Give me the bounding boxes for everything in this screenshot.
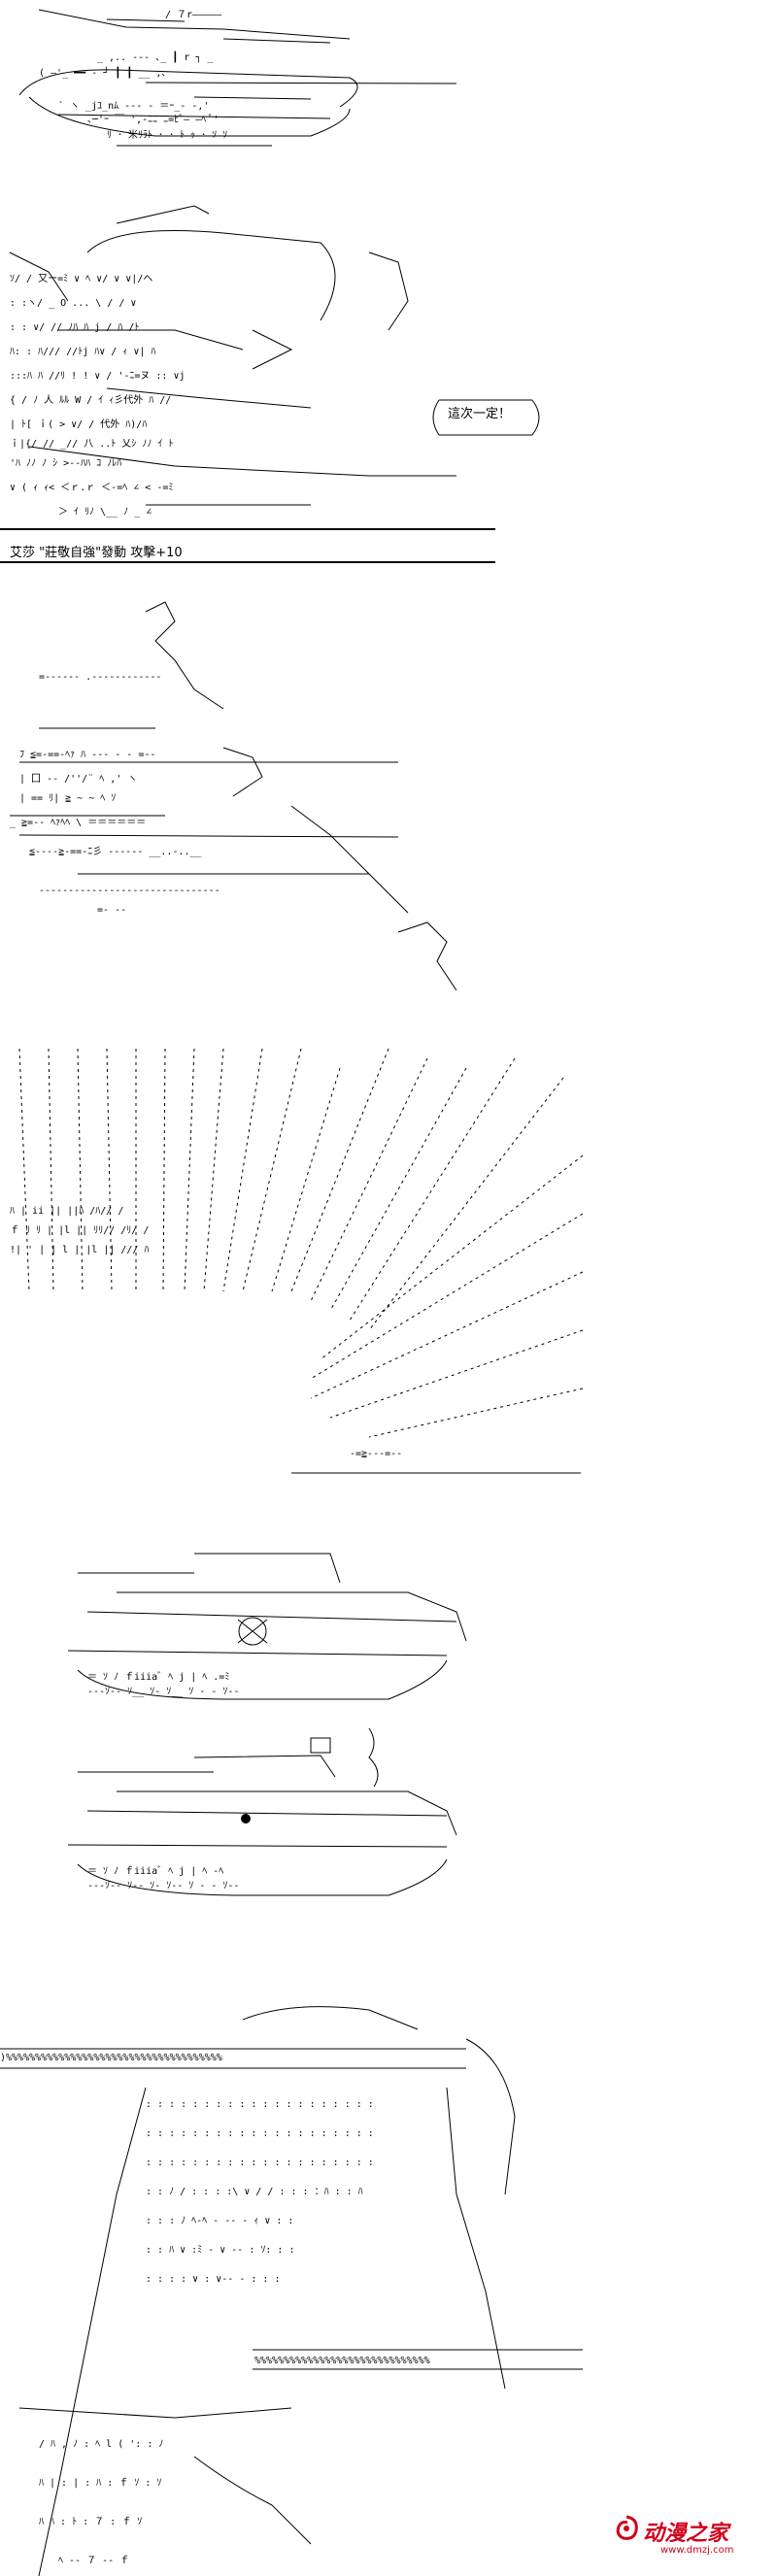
panel-tank-top: / ７r――――― _ ,.. -‐- ､_ ┃ r ┐ _ ( ―'_ ━━ … [0, 0, 777, 165]
svg-text:＞ ｲ ﾘﾉ \__ ﾉ _ ∠: ＞ ｲ ﾘﾉ \__ ﾉ _ ∠ [58, 507, 152, 518]
panel-speed-lines: ﾊ | ii || ||ﾊ /ﾊ// / ｆ ﾘ ﾘ | |l || ﾘﾘ// … [0, 1039, 777, 1486]
watermark-url: www.dmzj.com [660, 2545, 734, 2556]
svg-text:､─'ｰ ￣ ',-ﾆﾆ ﾆ=ﾋﾞ― ―ﾍ ﾞ': ､─'ｰ ￣ ',-ﾆﾆ ﾆ=ﾋﾞ― ―ﾍ ﾞ' [87, 113, 220, 125]
svg-text:: : : : ∨ : ∨‐‐ ‐ : : :: : : : : ∨ : ∨‐‐ ‐ : : : [146, 2274, 280, 2285]
svg-text:'ﾊ ﾉﾉ ﾉ ｼ >‐-ﾊﾊ ｺ ﾉﾚﾊ: 'ﾊ ﾉﾉ ﾉ ｼ >‐-ﾊﾊ ｺ ﾉﾚﾊ [10, 458, 121, 469]
svg-text:%%%%%%%%%%%%%%%%%%%%%%%%%%%%%%: %%%%%%%%%%%%%%%%%%%%%%%%%%%%%% [254, 2356, 430, 2366]
svg-text:_ ,.. -‐- ､_ ┃ r ┐ _: _ ,.. -‐- ､_ ┃ r ┐ _ [97, 50, 214, 63]
caption-top-rule [0, 528, 495, 530]
speech-bubble-text: 這次一定！ [448, 407, 512, 421]
character-ascii-art: ｿ/ / 又ー=ﾐ ∨ ﾍ ∨/ ∨ ∨|/ヘ : :ヽ/ _ O ... \ … [9, 205, 540, 518]
svg-text:: :ヽ/ _ O ... \ / / ∨: : :ヽ/ _ O ... \ / / ∨ [10, 298, 136, 309]
svg-text:＝ ｿ ﾉ ｆiiiaﾞ ﾍ j | ﾍ .: ＝ ｿ ﾉ ｆiiiaﾞ ﾍ j | ﾍ .=ﾐ [87, 1671, 229, 1683]
svg-text:‐‐‐ｿ‐‐ ｿ__ ｿ‐ ｿ__ ｿ ‐ ‐ ｿ‐‐: ‐‐‐ｿ‐‐ ｿ__ ｿ‐ ｿ__ ｿ ‐ ‐ ｿ‐‐ [87, 1687, 239, 1697]
svg-text:＝ ｿ ﾉ ｆiiiaﾞ ﾍ j | ﾍ ‐: ＝ ｿ ﾉ ｆiiiaﾞ ﾍ j | ﾍ ‐ﾍ [87, 1865, 223, 1877]
svg-text:∨ ( ｨ ｨ< ＜ｒ.ｒ ＜‐=ﾍ ∠ < ‐=ﾐ: ∨ ( ｨ ｨ< ＜ｒ.ｒ ＜‐=ﾍ ∠ < ‐=ﾐ [10, 483, 173, 493]
speed-lines-ascii-art: ﾊ | ii || ||ﾊ /ﾊ// / ｆ ﾘ ﾘ | |l || ﾘﾘ// … [10, 1048, 584, 1474]
svg-text:_ ≧=‐‐ ﾍｧﾍﾍ \ ＝＝＝＝＝＝: _ ≧=‐‐ ﾍｧﾍﾍ \ ＝＝＝＝＝＝ [10, 818, 146, 828]
impact-dot [241, 1814, 251, 1823]
svg-text:: : : : : : : : : : : : : : :: : : : : : : : : : : : : : : : : : : : : [146, 2158, 374, 2168]
svg-text:: : : : : : : : : : : : : : :: : : : : : : : : : : : : : : : : : : : : [146, 2099, 374, 2110]
svg-text:‐‐‐‐‐‐‐‐‐‐‐‐‐‐‐‐‐‐‐‐‐‐‐‐‐‐‐‐‐‐: ‐‐‐‐‐‐‐‐‐‐‐‐‐‐‐‐‐‐‐‐‐‐‐‐‐‐‐‐‐‐‐ [39, 886, 220, 896]
svg-text:ﾍ ‐‐ ７ ‐‐ ｆ: ﾍ ‐‐ ７ ‐‐ ｆ [58, 2555, 129, 2566]
caption-text: 艾莎 "莊敬自強"發動 攻擊+10 [10, 546, 183, 560]
svg-text:ｆ ﾘ ﾘ | |l || ﾘﾘ// /ﾘ/ /: ｆ ﾘ ﾘ | |l || ﾘﾘ// /ﾘ/ / [10, 1224, 149, 1236]
svg-text:/ ７r―――――: / ７r――――― [165, 10, 222, 20]
svg-text:=‐ ‐‐: =‐ ‐‐ [97, 905, 126, 916]
svg-text:ﾊ | ii || ||ﾊ /ﾊ// /: ﾊ | ii || ||ﾊ /ﾊ// / [10, 1206, 123, 1217]
svg-text:‐‐‐ｿ‐‐ ｿ‐‐ ｿ‐ ｿ‐‐ ｿ ‐ ‐ ｿ‐‐: ‐‐‐ｿ‐‐ ｿ‐‐ ｿ‐ ｿ‐‐ ｿ ‐ ‐ ｿ‐‐ [87, 1881, 239, 1891]
watermark-logo: 动漫之家 www.dmzj.com [612, 2514, 758, 2562]
watermark-text: 动漫之家 [643, 2522, 729, 2546]
panel-speech: ｿ/ / 又ー=ﾐ ∨ ﾍ ∨/ ∨ ∨|/ヘ : :ヽ/ _ O ... \ … [0, 184, 777, 534]
svg-text:‐=≧‐‐‐=‐‐: ‐=≧‐‐‐=‐‐ [350, 1449, 402, 1459]
svg-text:≦‐‐‐‐≧‐==‐ﾆ彡 ‐‐‐‐‐‐ __..‐.._: ≦‐‐‐‐≧‐==‐ﾆ彡 ‐‐‐‐‐‐ __..‐..__ [29, 847, 203, 857]
svg-text:| ﾄ[ ｉ( > ∨/ / 代外 ﾊ)/: | ﾄ[ ｉ( > ∨/ / 代外 ﾊ)/ﾊ [10, 418, 147, 430]
panel-final: )%%%%%%%%%%%%%%%%%%%%%%%%%%%%%%%%%%%%% :… [0, 2000, 777, 2576]
svg-text:: : ﾉ / : : : :\ ∨ / / : : : ：: : : ﾉ / : : : :\ ∨ / / : : : ：ﾊ : : ﾊ [146, 2187, 363, 2197]
svg-text:| == ﾘ| ≧ ~ ~ ﾍ ｿ: | == ﾘ| ≧ ~ ~ ﾍ ｿ [19, 793, 116, 804]
svg-text::::ﾊ ﾊ //ﾘ ! ! ∨ / '‐ﾆ=ヌ ::: :::ﾊ ﾊ //ﾘ ! ! ∨ / '‐ﾆ=ヌ :: ∨j [10, 371, 186, 382]
svg-text:ｉ|{/ // _// 八 ..ﾄ 乂ｼ ﾉﾉ ｲ: ｉ|{/ // _// 八 ..ﾄ 乂ｼ ﾉﾉ ｲ ﾄ [10, 438, 173, 450]
impact-ascii-art: =‐‐‐‐‐‐ .‐‐‐‐‐‐‐‐‐‐‐‐ ﾌ ≦=‐==‐ﾍｧ ﾊ ‐‐‐ ‐… [10, 601, 457, 990]
svg-text:ﾊ | : | : ﾊ : ｆ ｿ : ｿ: ﾊ | : | : ﾊ : ｆ ｿ : ｿ [39, 2477, 161, 2489]
caption-bottom-rule [0, 561, 495, 563]
svg-text:: : : : : : : : : : : : : : :: : : : : : : : : : : : : : : : : : : : : [146, 2128, 374, 2139]
panel-impact: =‐‐‐‐‐‐ .‐‐‐‐‐‐‐‐‐‐‐‐ ﾌ ≦=‐==‐ﾍｧ ﾊ ‐‐‐ ‐… [0, 583, 777, 990]
watermark-swirl-icon [616, 2515, 638, 2540]
svg-text:: : ﾊ ∨ :ﾐ ‐ ∨ ‐‐ : ｿ: : :: : : ﾊ ∨ :ﾐ ‐ ∨ ‐‐ : ｿ: : : [146, 2245, 294, 2256]
svg-text:/ ﾊ , ﾉ : ﾍ l ( ': : ﾉ: / ﾊ , ﾉ : ﾍ l ( ': : ﾉ [39, 2439, 163, 2450]
svg-text:ﾌ ≦=‐==‐ﾍｧ ﾊ ‐‐‐ ‐ ‐ =‐‐: ﾌ ≦=‐==‐ﾍｧ ﾊ ‐‐‐ ‐ ‐ =‐‐ [19, 750, 155, 760]
svg-text:ﾊ ﾊ : ﾄ : ７ : ｆ ｿ: ﾊ ﾊ : ﾄ : ７ : ｆ ｿ [39, 2516, 142, 2527]
svg-text:: : : ﾉ ﾍ‐ﾍ ‐ ‐‐ ‐ ｨ ∨ :: : : : ﾉ ﾍ‐ﾍ ‐ ‐‐ ‐ ｨ ∨ : : [146, 2216, 293, 2226]
svg-text:{ / ﾉ 人 ﾙﾙ W / ｲ ｨ彡代外 ﾊ: { / ﾉ 人 ﾙﾙ W / ｲ ｨ彡代外 ﾊ // [10, 394, 171, 406]
svg-text:=‐‐‐‐‐‐ .‐‐‐‐‐‐‐‐‐‐‐‐: =‐‐‐‐‐‐ .‐‐‐‐‐‐‐‐‐‐‐‐ [39, 672, 161, 683]
panel-tanks: ＝ ｿ ﾉ ｆiiiaﾞ ﾍ j | ﾍ .=ﾐ ‐‐‐ｿ‐‐ ｿ__ ｿ‐ ｿ… [0, 1534, 777, 1961]
svg-text:: : ∨/ // ﾉﾊ ﾊ j / ﾊ /ﾄ: : : ∨/ // ﾉﾊ ﾊ j / ﾊ /ﾄ [10, 322, 139, 333]
tanks-ascii-art: ＝ ｿ ﾉ ｆiiiaﾞ ﾍ j | ﾍ .=ﾐ ‐‐‐ｿ‐‐ ｿ__ ｿ‐ ｿ… [67, 1553, 467, 1896]
svg-text:( ―'_ ━━ ‐ ┘ ┃ ┃ __ ,､: ( ―'_ ━━ ‐ ┘ ┃ ┃ __ ,､ [39, 66, 166, 79]
svg-text:!| ' | | l | |l || /// ﾊ: !| ' | | l | |l || /// ﾊ [10, 1245, 149, 1255]
speech-bubble-outline [432, 399, 540, 436]
tank-top-ascii-art: / ７r――――― _ ,.. -‐- ､_ ┃ r ┐ _ ( ―'_ ━━ … [18, 9, 457, 147]
svg-text:)%%%%%%%%%%%%%%%%%%%%%%%%%%%%%: )%%%%%%%%%%%%%%%%%%%%%%%%%%%%%%%%%%%%% [0, 2053, 222, 2063]
svg-text:` ヽ _jﾕ_nﾑ ‐‐‐ ‐ ＝ｰ_‐ ‐,': ` ヽ _jﾕ_nﾑ ‐‐‐ ‐ ＝ｰ_‐ ‐,' [58, 100, 209, 112]
svg-text:ｿ/ / 又ー=ﾐ ∨ ﾍ ∨/ ∨ ∨|/ヘ: ｿ/ / 又ー=ﾐ ∨ ﾍ ∨/ ∨ ∨|/ヘ [10, 273, 152, 284]
final-ascii-art: )%%%%%%%%%%%%%%%%%%%%%%%%%%%%%%%%%%%%% :… [0, 2006, 583, 2576]
svg-text:ﾘ ･ 米ﾘﾗﾄ ･ ･ ﾄ ｯ ･ ｿ ｿ: ﾘ ･ 米ﾘﾗﾄ ･ ･ ﾄ ｯ ･ ｿ ｿ [107, 128, 227, 141]
svg-text:| 囗 ‐‐ /''/¨ ﾍ ,' ヽ: | 囗 ‐‐ /''/¨ ﾍ ,' ヽ [19, 774, 137, 785]
svg-text:ﾊ: : ﾊ/// //ﾄj ﾊ∨ / ｨ ∨| ﾊ: ﾊ: : ﾊ/// //ﾄj ﾊ∨ / ｨ ∨| ﾊ [10, 347, 155, 357]
